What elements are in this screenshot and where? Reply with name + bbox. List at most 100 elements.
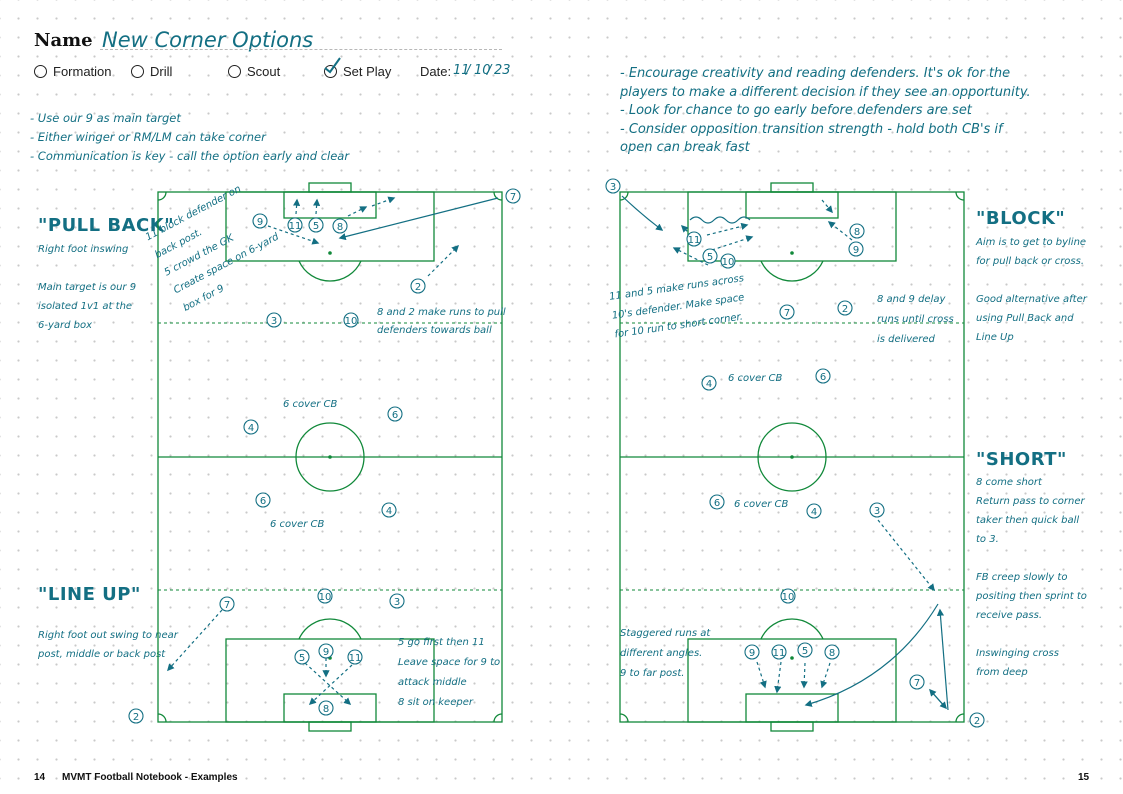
player-marker: 4: [701, 375, 717, 391]
player-marker: 6: [709, 494, 725, 510]
player-marker: 7: [909, 674, 925, 690]
svg-text:9: 9: [257, 217, 263, 228]
svg-text:11: 11: [773, 648, 786, 659]
svg-text:3: 3: [874, 506, 880, 517]
player-marker: 3: [605, 178, 621, 194]
player-marker: 10: [317, 588, 333, 604]
player-marker: 8: [332, 218, 348, 234]
svg-text:2: 2: [842, 304, 848, 315]
right-player-markers: 3 11 5 10 8 9 7 2 4 6 6 4 3 10 9 11 5 8 …: [605, 178, 985, 728]
option-formation[interactable]: Formation: [34, 64, 112, 79]
right-pitch-lines: [619, 182, 965, 732]
player-marker: 10: [720, 253, 736, 269]
option-scout[interactable]: Scout: [228, 64, 280, 79]
pull-back-title: "PULL BACK": [38, 215, 175, 236]
player-marker: 9: [318, 643, 334, 659]
option-label: Drill: [150, 64, 173, 79]
svg-text:7: 7: [914, 678, 920, 689]
option-drill[interactable]: Drill: [131, 64, 172, 79]
svg-text:6: 6: [714, 498, 720, 509]
formation-radio[interactable]: [34, 65, 47, 78]
left-notes: - Use our 9 as main target - Either wing…: [30, 109, 349, 166]
date-month: 10: [474, 63, 491, 78]
right-pitch-diagram: 3 11 5 10 8 9 7 2 4 6 6 4 3 10 9 11 5 8 …: [605, 178, 985, 732]
svg-text:10: 10: [782, 592, 795, 603]
block-title: "BLOCK": [976, 208, 1066, 229]
player-marker: 9: [744, 644, 760, 660]
player-marker: 3: [266, 312, 282, 328]
option-set-play[interactable]: Set Play: [324, 57, 392, 79]
player-marker: 5: [797, 642, 813, 658]
svg-text:7: 7: [224, 600, 230, 611]
line-up-description: Right foot out swing to near post, middl…: [38, 630, 178, 660]
note-line: open can break fast: [620, 140, 750, 155]
svg-text:2: 2: [974, 716, 980, 727]
player-marker: 11: [287, 217, 303, 233]
svg-text:5: 5: [299, 653, 305, 664]
name-underline: [100, 49, 502, 50]
set-play-radio-checked[interactable]: [324, 57, 341, 78]
svg-text:4: 4: [706, 379, 712, 390]
svg-text:6: 6: [392, 410, 398, 421]
block-description: Aim is to get to byline for pull back or…: [976, 237, 1087, 343]
scout-radio[interactable]: [228, 65, 241, 78]
svg-text:11: 11: [688, 235, 701, 246]
player-marker: 11: [686, 231, 702, 247]
player-marker: 9: [252, 213, 268, 229]
checkmark-icon: [324, 57, 341, 74]
line-up-runs-note: 5 go first then 11 Leave space for 9 to …: [398, 637, 501, 708]
player-marker: 2: [969, 712, 985, 728]
delay-note: 8 and 9 delay runs until cross is delive…: [877, 294, 954, 345]
svg-text:7: 7: [510, 192, 516, 203]
player-marker: 8: [824, 644, 840, 660]
runs-pull-note: 8 and 2 make runs to pull defenders towa…: [377, 307, 506, 336]
pull-back-description: Right foot inswing Main target is our 9 …: [38, 244, 137, 331]
svg-text:5: 5: [707, 252, 713, 263]
left-page: Name New Corner Options Formation Drill …: [0, 0, 561, 794]
date-day: 11: [453, 63, 470, 78]
player-marker: 5: [702, 248, 718, 264]
svg-text:3: 3: [610, 182, 616, 193]
player-marker: 5: [308, 217, 324, 233]
svg-text:8: 8: [854, 227, 860, 238]
drill-radio[interactable]: [131, 65, 144, 78]
player-marker: 4: [243, 419, 259, 435]
option-label: Scout: [247, 64, 281, 79]
player-marker: 3: [389, 593, 405, 609]
player-marker: 11: [771, 644, 787, 660]
note-line: - Use our 9 as main target: [30, 111, 181, 125]
svg-text:6: 6: [820, 372, 826, 383]
left-pitch-lines: [157, 182, 503, 732]
svg-text:9: 9: [749, 648, 755, 659]
player-marker: 7: [219, 596, 235, 612]
svg-text:2: 2: [133, 712, 139, 723]
svg-text:2: 2: [415, 282, 421, 293]
svg-text:3: 3: [394, 597, 400, 608]
svg-text:10: 10: [319, 592, 332, 603]
svg-text:11: 11: [349, 653, 362, 664]
note-line: players to make a different decision if …: [620, 84, 1031, 100]
left-page-number: 14: [34, 772, 46, 783]
left-pitch-diagram: 9 11 5 8 7 2 3 10 4 6 6 4 7 10 3 5 9 11 …: [128, 182, 521, 732]
left-runs: [167, 196, 499, 705]
player-marker: 3: [869, 502, 885, 518]
right-page-number: 15: [1078, 772, 1090, 783]
player-marker: 6: [255, 492, 271, 508]
svg-text:11: 11: [289, 221, 302, 232]
svg-text:9: 9: [853, 245, 859, 256]
left-player-markers: 9 11 5 8 7 2 3 10 4 6 6 4 7 10 3 5 9 11 …: [128, 188, 521, 724]
player-marker: 6: [815, 368, 831, 384]
svg-text:5: 5: [313, 221, 319, 232]
note-line: - Look for chance to go early before def…: [620, 103, 972, 118]
player-marker: 4: [381, 502, 397, 518]
option-label: Set Play: [343, 64, 392, 79]
player-marker: 8: [318, 700, 334, 716]
cover-cb-note-top: 6 cover CB: [728, 373, 783, 384]
player-marker: 9: [848, 241, 864, 257]
line-up-title: "LINE UP": [38, 584, 141, 605]
short-title: "SHORT": [976, 449, 1067, 470]
note-line: - Encourage creativity and reading defen…: [620, 66, 1011, 81]
svg-text:8: 8: [323, 704, 329, 715]
date-label: Date:: [420, 64, 452, 79]
